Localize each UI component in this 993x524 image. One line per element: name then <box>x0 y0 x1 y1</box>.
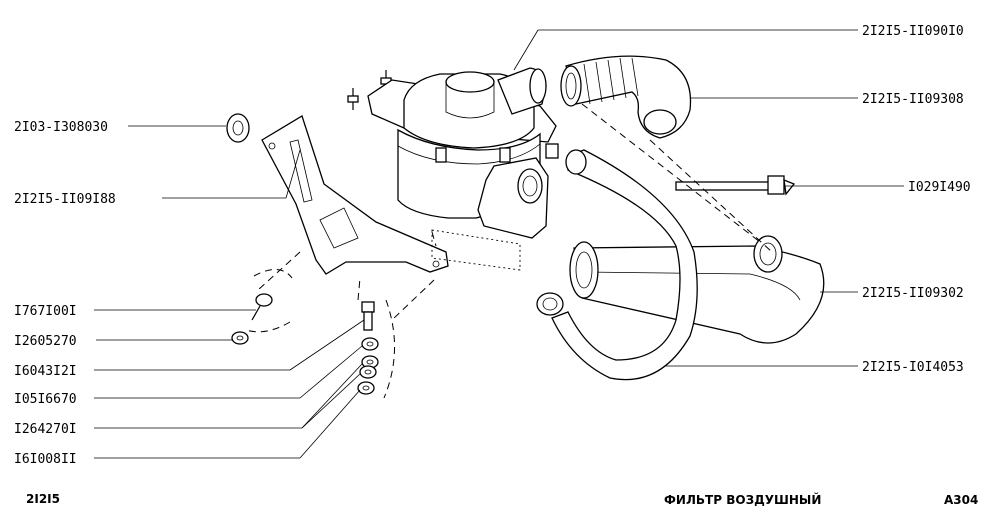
washer-flat <box>361 337 379 351</box>
label-rubber-bushing: 2I03-I308030 <box>14 120 108 135</box>
label-corrugated-hose: 2I2I5-II09308 <box>862 92 964 107</box>
leader-lines <box>94 29 904 459</box>
rubber-bushing <box>226 113 250 143</box>
footer-sheet: A304 <box>944 493 978 507</box>
label-air-intake-duct: 2I2I5-II090I0 <box>862 24 964 39</box>
footer-model: 2I2I5 <box>26 492 60 506</box>
label-washer-flat: I05I6670 <box>14 392 77 407</box>
label-bolt: I6043I2I <box>14 364 77 379</box>
curved-intake-pipe <box>536 149 698 381</box>
footer-title: ФИЛЬТР ВОЗДУШНЫЙ <box>664 492 821 507</box>
screw <box>251 293 273 321</box>
label-lock-washer: I264270I <box>14 422 77 437</box>
label-intake-pipe: 2I2I5-I0I4053 <box>862 360 964 375</box>
corrugated-hose <box>560 55 692 139</box>
label-hose-with-clamp: 2I2I5-II09302 <box>862 286 964 301</box>
label-clamp-with-screw: I029I490 <box>908 180 971 195</box>
air-filter-housing <box>347 67 559 239</box>
washer-second <box>359 365 377 379</box>
label-screw: I767I00I <box>14 304 77 319</box>
clamp-with-screw <box>675 175 796 196</box>
nut <box>357 381 375 395</box>
filter-bracket <box>261 115 449 275</box>
label-nut: I6I008II <box>14 452 77 467</box>
label-filter-bracket: 2I2I5-II09I88 <box>14 192 116 207</box>
lock-washer <box>361 355 379 369</box>
lock-washer-small <box>231 331 249 345</box>
label-lock-washer-small: I2605270 <box>14 334 77 349</box>
bolt <box>361 301 375 331</box>
bent-pipe <box>569 235 825 344</box>
assembly-lines <box>245 103 773 399</box>
